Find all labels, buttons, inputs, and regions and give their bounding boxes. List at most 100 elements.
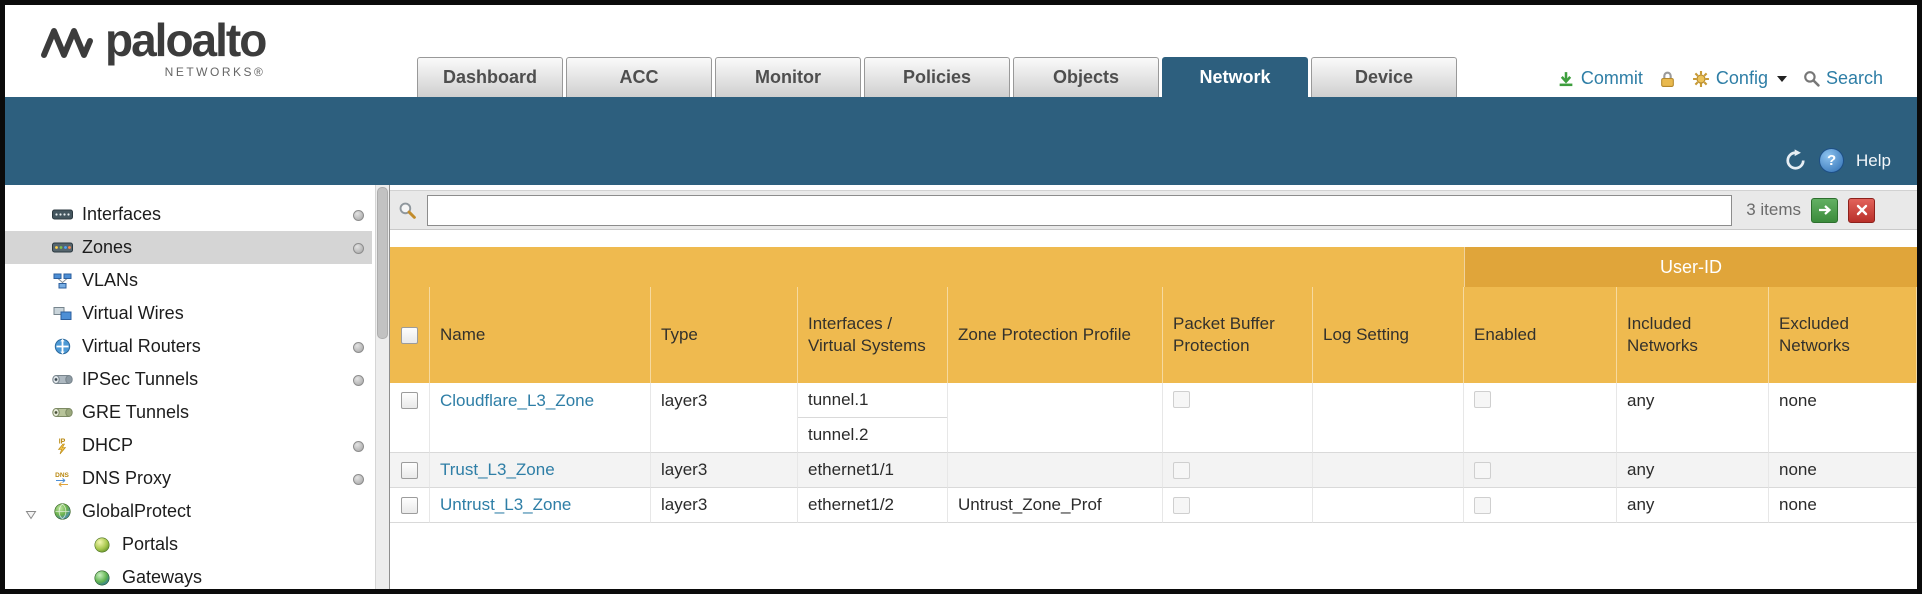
zones-table-header: User-ID Name Type Interfaces / Virtual S… [390, 247, 1917, 383]
commit-button[interactable]: Commit [1557, 68, 1643, 89]
sidebar-item-label: GRE Tunnels [82, 402, 190, 422]
sidebar-item-zones[interactable]: Zones [5, 231, 372, 264]
sidebar-item-gateways[interactable]: Gateways [5, 561, 372, 589]
config-menu[interactable]: Config [1692, 68, 1787, 89]
column-header-zone-protection[interactable]: Zone Protection Profile [948, 287, 1163, 383]
column-header-name[interactable]: Name [430, 287, 651, 383]
interface-entry: tunnel.1 [798, 383, 947, 418]
zone-name-link[interactable]: Cloudflare_L3_Zone [440, 391, 595, 410]
tab-device[interactable]: Device [1311, 57, 1457, 97]
sidebar-item-ipsec-tunnels[interactable]: IPSec Tunnels [5, 363, 372, 396]
user-id-enabled-cell [1464, 383, 1617, 453]
filter-search-icon [399, 202, 416, 219]
sidebar-item-interfaces[interactable]: Interfaces [5, 198, 372, 231]
tab-objects[interactable]: Objects [1013, 57, 1159, 97]
row-checkbox[interactable] [401, 496, 418, 514]
svg-text:DNS: DNS [55, 472, 69, 479]
tab-policies[interactable]: Policies [864, 57, 1010, 97]
group-header-row: User-ID [390, 247, 1917, 287]
config-label: Config [1715, 68, 1768, 88]
item-state-dot [353, 441, 364, 452]
tree-expander-icon[interactable] [25, 505, 37, 526]
globalprotect-icon [51, 503, 73, 520]
sidebar-item-label: Virtual Routers [82, 336, 201, 356]
zones-panel: 3 items User-ID [390, 185, 1917, 589]
sidebar-item-virtual-wires[interactable]: Virtual Wires [5, 297, 372, 330]
user-id-enabled-checkbox [1474, 391, 1491, 408]
row-select-cell [390, 453, 430, 488]
packet-buffer-cell [1163, 453, 1313, 488]
apply-filter-button[interactable] [1811, 197, 1838, 223]
sidebar-item-dns-proxy[interactable]: DNS DNS Proxy [5, 462, 372, 495]
row-select-cell [390, 488, 430, 523]
user-id-enabled-checkbox [1474, 461, 1491, 479]
zones-table-body: Cloudflare_L3_Zone layer3 tunnel.1 tunne… [390, 383, 1917, 523]
log-setting-cell [1313, 383, 1464, 453]
select-all-checkbox[interactable] [401, 326, 418, 344]
item-state-dot [353, 375, 364, 386]
help-icon[interactable]: ? [1819, 148, 1845, 173]
brand-logo: paloalto NETWORKS® [39, 14, 267, 79]
help-label[interactable]: Help [1856, 150, 1891, 170]
sidebar-scrollbar-thumb[interactable] [377, 187, 388, 339]
packet-buffer-checkbox [1173, 461, 1190, 479]
column-header-packet-buffer[interactable]: Packet Buffer Protection [1163, 287, 1313, 383]
row-checkbox[interactable] [401, 392, 418, 409]
tab-acc[interactable]: ACC [566, 57, 712, 97]
interface-entry: tunnel.2 [808, 424, 869, 444]
item-state-dot [353, 243, 364, 254]
zone-type-cell: layer3 [651, 453, 798, 488]
row-checkbox[interactable] [401, 461, 418, 479]
excluded-networks-cell: none [1769, 383, 1917, 453]
zone-interfaces-cell: ethernet1/1 [798, 453, 948, 488]
column-header-excluded-networks[interactable]: Excluded Networks [1769, 287, 1917, 383]
packet-buffer-checkbox [1173, 391, 1190, 408]
ipsec-tunnels-icon [51, 372, 73, 387]
table-row: Cloudflare_L3_Zone layer3 tunnel.1 tunne… [390, 383, 1917, 453]
clear-filter-button[interactable] [1848, 197, 1875, 223]
items-count: 3 items [1746, 200, 1801, 219]
sidebar-item-vlans[interactable]: VLANs [5, 264, 372, 297]
sidebar-item-globalprotect[interactable]: GlobalProtect [5, 495, 372, 528]
sidebar-item-label: Virtual Wires [82, 303, 184, 323]
column-header-included-networks[interactable]: Included Networks [1617, 287, 1769, 383]
item-state-dot [353, 474, 364, 485]
sidebar-item-dhcp[interactable]: IP DHCP [5, 429, 372, 462]
excluded-networks-cell: none [1769, 453, 1917, 488]
column-header-enabled[interactable]: Enabled [1464, 287, 1617, 383]
zone-protection-cell [948, 453, 1163, 488]
column-header-log-setting[interactable]: Log Setting [1313, 287, 1464, 383]
item-state-dot [353, 210, 364, 221]
tab-monitor[interactable]: Monitor [715, 57, 861, 97]
brand-name: paloalto [105, 14, 267, 66]
main-nav-tabs: Dashboard ACC Monitor Policies Objects N… [417, 57, 1457, 97]
refresh-icon[interactable] [1784, 149, 1807, 172]
log-setting-cell [1313, 488, 1464, 523]
table-row: Untrust_L3_Zone layer3 ethernet1/2 Untru… [390, 488, 1917, 523]
content-area: Interfaces Zones VLANs Vir [5, 185, 1917, 589]
vlans-icon [51, 273, 73, 289]
portals-icon [91, 537, 113, 553]
sidebar-item-label: DHCP [82, 435, 134, 455]
sidebar-item-portals[interactable]: Portals [5, 528, 372, 561]
sidebar-item-gre-tunnels[interactable]: GRE Tunnels [5, 396, 372, 429]
packet-buffer-cell [1163, 383, 1313, 453]
column-header-interfaces[interactable]: Interfaces / Virtual Systems [798, 287, 948, 383]
lock-icon[interactable] [1659, 70, 1676, 88]
user-id-enabled-cell [1464, 453, 1617, 488]
zone-name-link[interactable]: Untrust_L3_Zone [440, 495, 572, 514]
paloalto-logo-icon [41, 28, 93, 58]
column-header-type[interactable]: Type [651, 287, 798, 383]
search-button[interactable]: Search [1803, 68, 1883, 89]
sidebar-item-virtual-routers[interactable]: Virtual Routers [5, 330, 372, 363]
included-networks-cell: any [1617, 453, 1769, 488]
top-bar: paloalto NETWORKS® Dashboard ACC Monitor… [5, 5, 1917, 97]
gateways-icon [91, 570, 113, 586]
tab-dashboard[interactable]: Dashboard [417, 57, 563, 97]
tab-network[interactable]: Network [1162, 57, 1308, 97]
zone-name-link[interactable]: Trust_L3_Zone [440, 460, 555, 479]
network-sidebar: Interfaces Zones VLANs Vir [5, 185, 390, 589]
zone-type-cell: layer3 [651, 488, 798, 523]
spacer [390, 230, 1917, 247]
filter-input[interactable] [427, 194, 1733, 226]
